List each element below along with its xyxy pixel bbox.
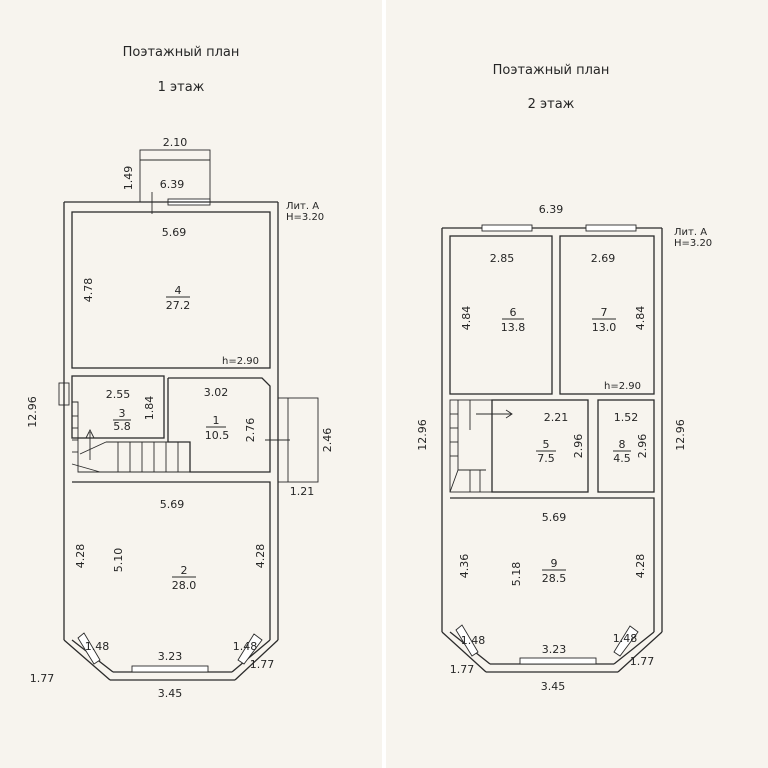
room-1-outline — [167, 377, 271, 473]
dim-room5-width: 2.21 — [544, 411, 569, 424]
room-5-area: 7.5 — [537, 452, 555, 465]
dim-room9-depth: 5.18 — [510, 562, 523, 587]
building-height: H=3.20 — [674, 238, 712, 249]
dim-room7-depth: 4.84 — [634, 306, 647, 331]
dim-outer-right: 1.77 — [630, 655, 655, 668]
dim-room3-depth: 1.84 — [143, 396, 156, 421]
dim-porch-width: 2.10 — [163, 136, 188, 149]
dim-room5-depth: 2.96 — [572, 434, 585, 459]
dim-outer-right: 1.77 — [250, 658, 275, 671]
outer-walls — [441, 227, 663, 673]
room-1-area: 10.5 — [205, 429, 230, 442]
room-8-area: 4.5 — [613, 452, 631, 465]
dim-stoop-width: 1.21 — [290, 485, 315, 498]
side-stoop — [265, 397, 319, 483]
room-7-number: 7 — [601, 306, 608, 319]
dim-bottom-outer: 3.45 — [158, 687, 183, 700]
plan-title: Поэтажный план — [493, 63, 610, 78]
dim-bay-mid: 3.23 — [542, 643, 567, 656]
room-4-number: 4 — [175, 284, 182, 297]
dim-room7-width: 2.69 — [591, 252, 616, 265]
floor-plan-sheet-1: Поэтажный план 1 этаж 2.10 1.49 6.39 Лит… — [0, 0, 382, 768]
lit-label: Лит. А — [286, 201, 319, 212]
room-9-area: 28.5 — [542, 572, 567, 585]
floor-subtitle: 2 этаж — [528, 97, 575, 112]
room-5-outline — [491, 399, 589, 493]
room-6-number: 6 — [510, 306, 517, 319]
dim-porch-depth: 1.49 — [122, 166, 135, 191]
dim-room1-depth: 2.76 — [244, 418, 257, 443]
dim-stoop-depth: 2.46 — [321, 428, 334, 453]
room-3-area: 5.8 — [113, 420, 131, 433]
lit-label: Лит. А — [674, 227, 707, 238]
dim-outer-left: 1.77 — [30, 672, 55, 685]
dim-right-total: 12.96 — [674, 419, 687, 451]
dim-room3-width: 2.55 — [106, 388, 131, 401]
dim-top-outer: 6.39 — [539, 203, 564, 216]
dim-room6-width: 2.85 — [490, 252, 515, 265]
room-2-number: 2 — [181, 564, 188, 577]
floor-subtitle: 1 этаж — [158, 80, 205, 95]
room-3-number: 3 — [119, 407, 126, 420]
dim-room1-width: 3.02 — [204, 386, 229, 399]
floor-plan-1-drawing: Поэтажный план 1 этаж 2.10 1.49 6.39 Лит… — [26, 45, 334, 700]
dim-top-outer: 6.39 — [160, 178, 185, 191]
staircase — [71, 401, 191, 473]
room-8-outline — [597, 399, 655, 493]
floor-plan-2-drawing: Поэтажный план 2 этаж 6.39 Лит. А H=3.20… — [416, 63, 712, 693]
dim-room8-depth: 2.96 — [636, 434, 649, 459]
room-height-label: h=2.90 — [604, 381, 641, 392]
dim-room9-left: 4.36 — [458, 554, 471, 579]
dim-bay-right: 1.48 — [233, 640, 258, 653]
dim-outer-left: 1.77 — [450, 663, 475, 676]
dim-room2-depth: 5.10 — [112, 548, 125, 573]
dim-room4-width: 5.69 — [162, 226, 187, 239]
floor-plan-sheet-2: Поэтажный план 2 этаж 6.39 Лит. А H=3.20… — [386, 0, 768, 768]
dim-bottom-outer: 3.45 — [541, 680, 566, 693]
dim-room8-width: 1.52 — [614, 411, 639, 424]
room-9-outline — [450, 497, 655, 632]
dim-room9-width: 5.69 — [542, 511, 567, 524]
dim-room2-left: 4.28 — [74, 544, 87, 569]
dim-bay-left: 1.48 — [85, 640, 110, 653]
room-7-outline — [559, 235, 655, 395]
dim-bay-mid: 3.23 — [158, 650, 183, 663]
room-6-outline — [449, 235, 553, 395]
room-8-number: 8 — [619, 438, 626, 451]
building-height: H=3.20 — [286, 212, 324, 223]
dim-left-total: 12.96 — [26, 396, 39, 428]
room-7-area: 13.0 — [592, 321, 617, 334]
room-9-number: 9 — [551, 557, 558, 570]
staircase — [449, 399, 513, 493]
dim-left-total: 12.96 — [416, 419, 429, 451]
room-height-label: h=2.90 — [222, 356, 259, 367]
room-1-number: 1 — [213, 414, 220, 427]
room-2-area: 28.0 — [172, 579, 197, 592]
dim-bay-left: 1.48 — [461, 634, 486, 647]
plan-title: Поэтажный план — [123, 45, 240, 60]
room-4-outline — [71, 211, 271, 369]
room-6-area: 13.8 — [501, 321, 526, 334]
room-5-number: 5 — [543, 438, 550, 451]
room-4-area: 27.2 — [166, 299, 191, 312]
dim-room2-width: 5.69 — [160, 498, 185, 511]
dim-room6-depth: 4.84 — [460, 306, 473, 331]
room-2-outline — [72, 481, 271, 640]
dim-room9-right: 4.28 — [634, 554, 647, 579]
dim-room4-depth: 4.78 — [82, 278, 95, 303]
dim-bay-right: 1.48 — [613, 632, 638, 645]
room-3-outline — [71, 375, 165, 439]
dim-room2-right: 4.28 — [254, 544, 267, 569]
